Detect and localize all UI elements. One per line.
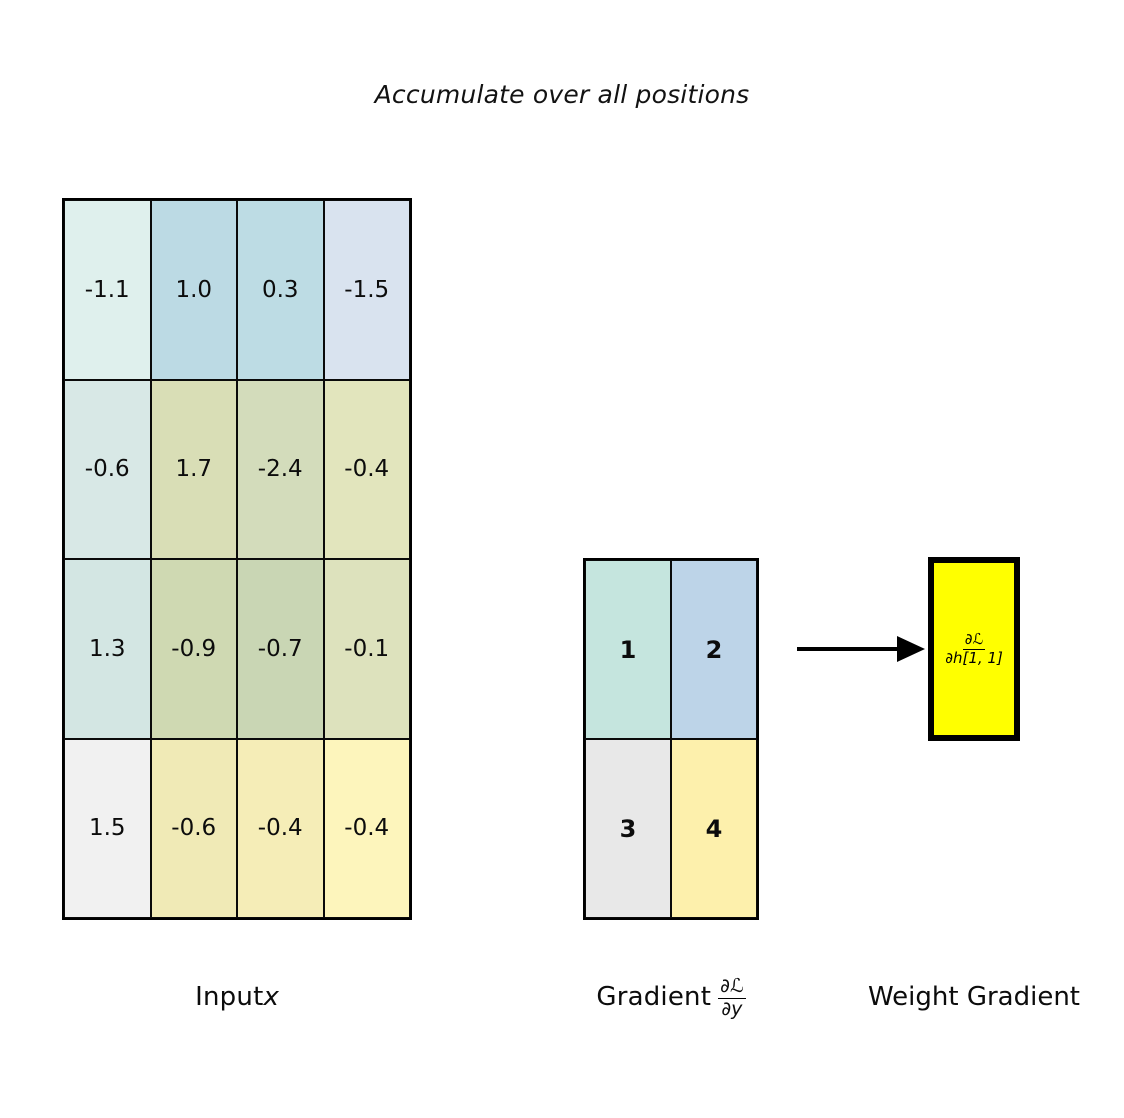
- gradient-cell-0-1: 2: [671, 560, 757, 739]
- weight-gradient-box: ∂ℒ ∂h[1, 1]: [928, 557, 1020, 741]
- input-matrix: -1.1 1.0 0.3 -1.5 -0.6 1.7 -2.4 -0.4 1.3…: [62, 198, 412, 920]
- input-caption-symbol: x: [263, 982, 279, 1012]
- weight-gradient-formula: ∂ℒ ∂h[1, 1]: [943, 629, 1005, 667]
- gradient-matrix: 1 2 3 4: [583, 558, 759, 920]
- input-cell-1-3: -0.4: [323, 379, 410, 559]
- input-cell-0-0: -1.1: [64, 200, 151, 380]
- input-cell-2-2: -0.7: [237, 559, 324, 739]
- weight-gradient-caption: Weight Gradient: [867, 982, 1080, 1012]
- input-cell-2-0: 1.3: [64, 559, 151, 739]
- input-cell-3-2: -0.4: [237, 738, 324, 918]
- gradient-caption-prefix: Gradient: [596, 982, 712, 1012]
- input-caption-prefix: Input: [195, 982, 264, 1012]
- input-matrix-caption: Input x: [62, 975, 412, 1019]
- input-cell-2-1: -0.9: [150, 559, 237, 739]
- gradient-cell-0-0: 1: [585, 560, 671, 739]
- input-cell-1-1: 1.7: [150, 379, 237, 559]
- input-cell-3-1: -0.6: [150, 738, 237, 918]
- input-cell-0-2: 0.3: [237, 200, 324, 380]
- weight-gradient-denominator: ∂h[1, 1]: [945, 648, 1003, 667]
- gradient-caption-denominator: ∂y: [721, 997, 743, 1020]
- gradient-cell-1-1: 4: [671, 739, 757, 918]
- page-title: Accumulate over all positions: [374, 80, 750, 109]
- input-cell-1-2: -2.4: [237, 379, 324, 559]
- input-cell-3-3: -0.4: [323, 738, 410, 918]
- input-cell-0-3: -1.5: [323, 200, 410, 380]
- gradient-caption-numerator: ∂ℒ: [718, 974, 746, 999]
- weight-gradient-numerator: ∂ℒ: [962, 629, 986, 650]
- input-cell-1-0: -0.6: [64, 379, 151, 559]
- gradient-caption-fraction: ∂ℒ ∂y: [718, 974, 746, 1020]
- input-cell-2-3: -0.1: [323, 559, 410, 739]
- gradient-cell-1-0: 3: [585, 739, 671, 918]
- input-cell-0-1: 1.0: [150, 200, 237, 380]
- input-cell-3-0: 1.5: [64, 738, 151, 918]
- gradient-matrix-caption: Gradient ∂ℒ ∂y: [533, 975, 809, 1019]
- right-arrow-icon: [797, 636, 925, 662]
